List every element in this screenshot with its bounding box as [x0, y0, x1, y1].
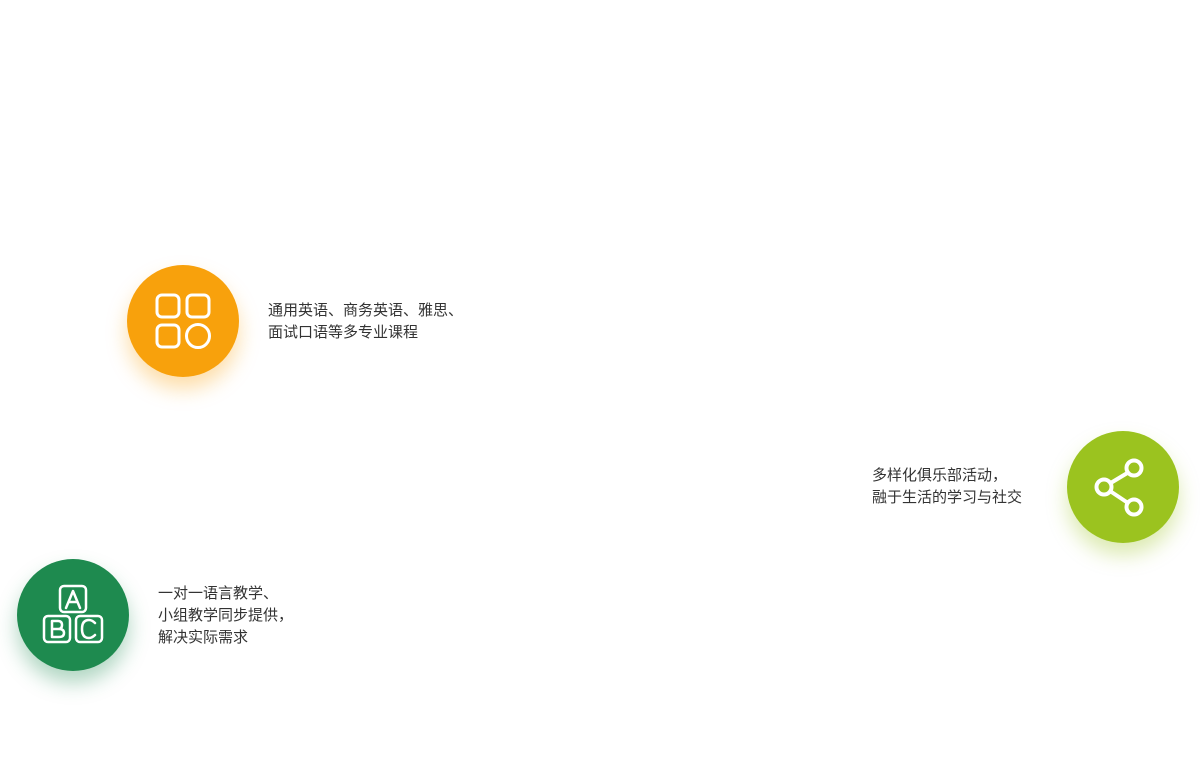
clubs-feature-line-1: 多样化俱乐部活动，	[872, 466, 1008, 484]
teaching-feature-line-1: 一对一语言教学、	[158, 584, 279, 602]
clubs-feature-line-2: 融于生活的学习与社交	[872, 488, 1023, 506]
courses-feature-line-1: 通用英语、商务英语、雅思、	[268, 301, 464, 319]
teaching-feature-line-2: 小组教学同步提供，	[158, 606, 294, 624]
courses-feature-text: 通用英语、商务英语、雅思、 面试口语等多专业课程	[268, 299, 463, 343]
abc-blocks-icon	[42, 584, 104, 644]
teaching-feature-line-3: 解决实际需求	[158, 628, 249, 646]
clubs-feature-text: 多样化俱乐部活动， 融于生活的学习与社交	[872, 464, 1022, 508]
clubs-feature-icon-circle	[1067, 431, 1179, 543]
teaching-feature-icon-circle	[17, 559, 129, 671]
share-icon	[1094, 458, 1144, 517]
grid-apps-icon	[155, 293, 211, 349]
courses-feature-icon-circle	[127, 265, 239, 377]
courses-feature-line-2: 面试口语等多专业课程	[268, 323, 419, 341]
teaching-feature-text: 一对一语言教学、 小组教学同步提供， 解决实际需求	[158, 582, 293, 648]
